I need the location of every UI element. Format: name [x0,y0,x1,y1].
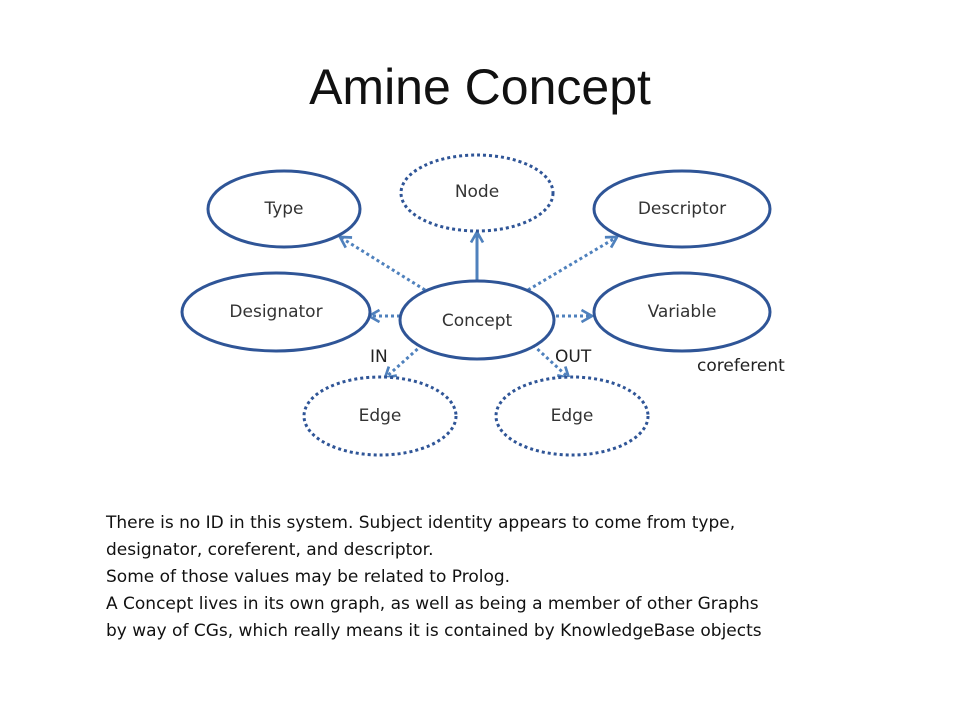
node-concept: Concept [398,279,556,361]
notes-line: Some of those values may be related to P… [106,567,511,587]
node-edge-out-label: Edge [551,406,594,426]
node-descriptor: Descriptor [592,169,772,249]
node-node: Node [399,153,555,233]
notes-line: A Concept lives in its own graph, as wel… [106,594,759,614]
node-edge-out: Edge [494,375,650,457]
node-edge-in-label: Edge [359,406,402,426]
notes-text: There is no ID in this system. Subject i… [106,510,906,645]
arrow-concept-to-descriptor [527,235,620,292]
notes-line: by way of CGs, which really means it is … [106,621,762,641]
arrow-concept-to-type [337,235,426,292]
notes-line: There is no ID in this system. Subject i… [106,513,736,533]
node-edge-in: Edge [302,375,458,457]
label-in: IN [370,347,388,367]
node-descriptor-label: Descriptor [638,199,726,219]
label-out: OUT [555,347,592,367]
node-designator-label: Designator [229,302,322,322]
node-node-label: Node [455,182,499,202]
node-variable-label: Variable [648,302,717,322]
node-designator: Designator [180,271,372,353]
notes-line: designator, coreferent, and descriptor. [106,540,434,560]
node-type-label: Type [263,199,303,219]
arrow-concept-to-edge-out [531,343,572,380]
slide-title: Amine Concept [309,59,651,115]
label-coreferent: coreferent [697,356,785,376]
node-type: Type [206,169,362,249]
node-variable: Variable [592,271,772,353]
arrow-concept-to-edge-in [382,343,423,380]
node-concept-label: Concept [442,311,513,331]
